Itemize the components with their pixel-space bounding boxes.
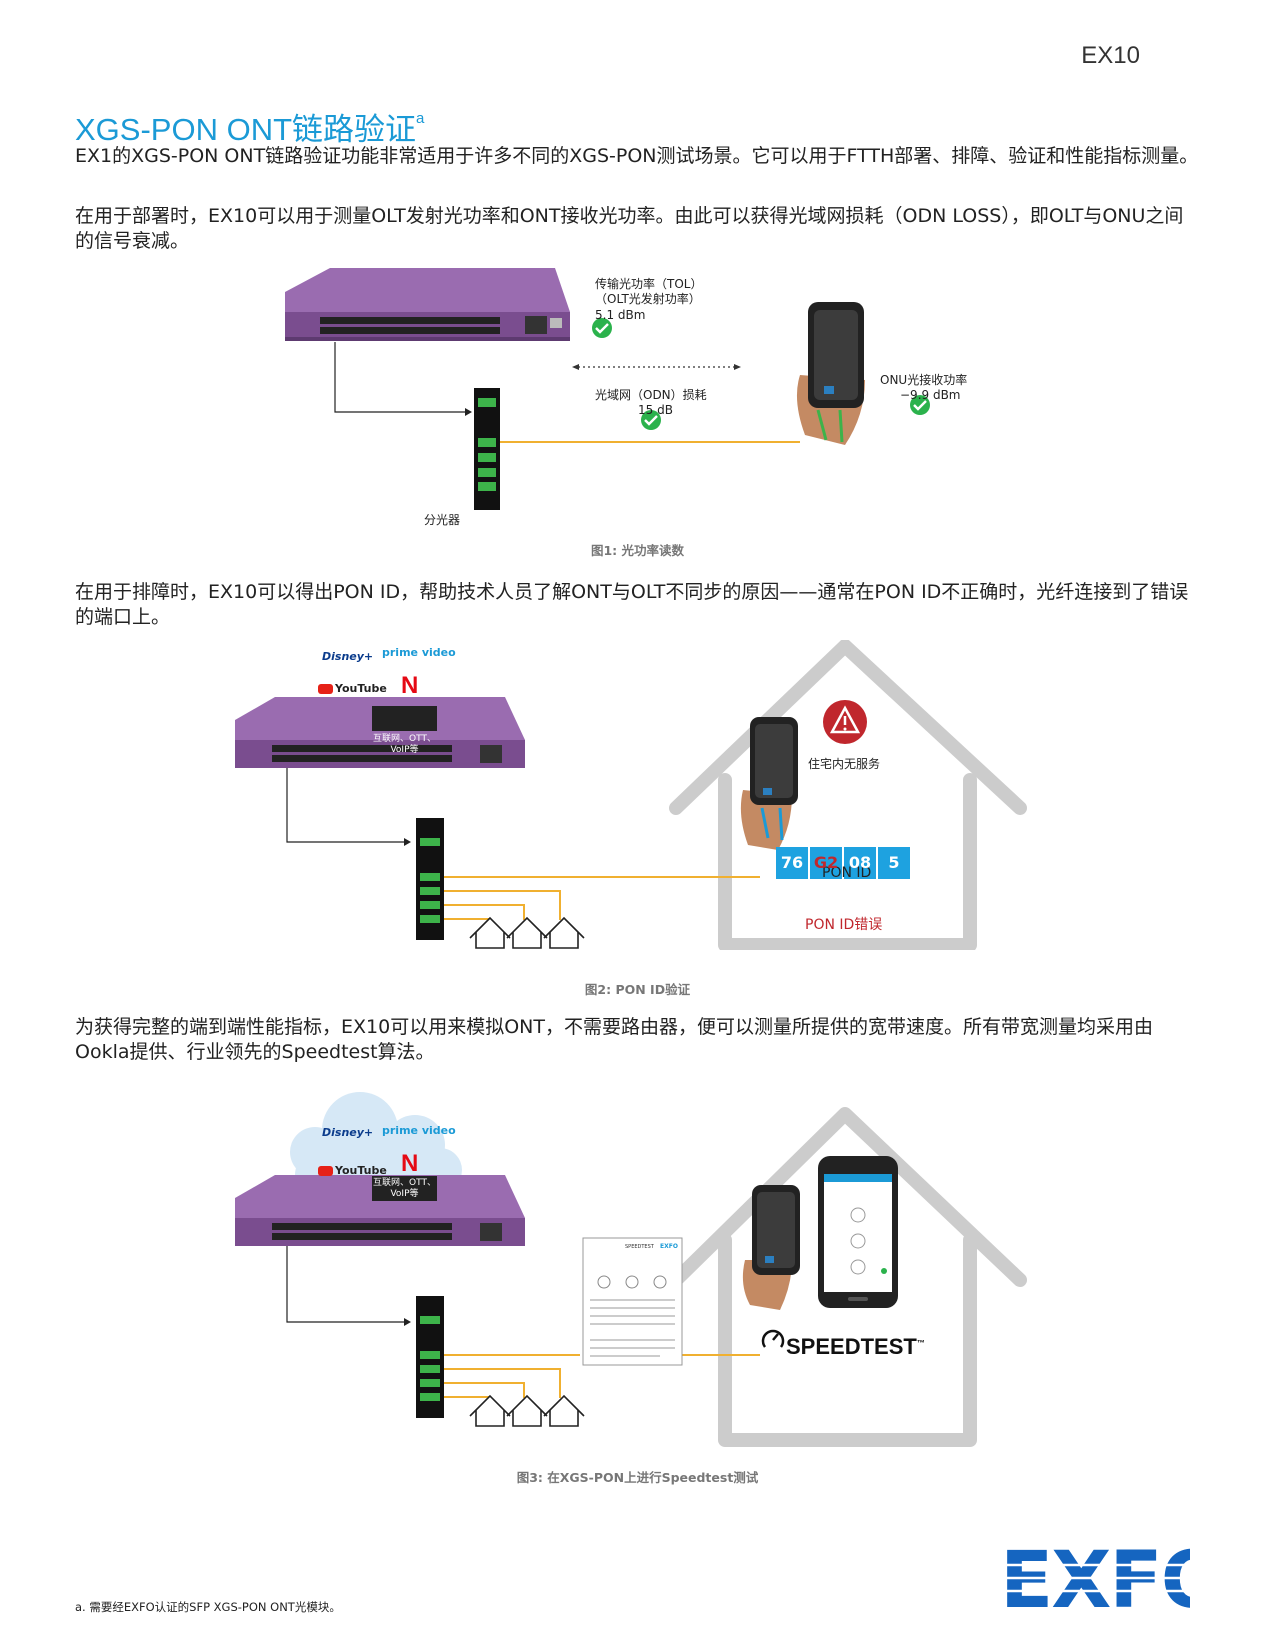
tol-label: 传输光功率（TOL） <box>595 277 703 291</box>
odn-label: 光域网（ODN）损耗 <box>595 388 707 402</box>
small-houses-icon <box>469 1394 585 1427</box>
check-icon <box>592 318 612 338</box>
paragraph-speedtest: 为获得完整的端到端性能指标，EX10可以用来模拟ONT，不需要路由器，便可以测量… <box>75 1016 1153 1063</box>
footnote-marker: a <box>416 109 425 127</box>
paragraph-intro: EX1的XGS-PON ONT链路验证功能非常适用于许多不同的XGS-PON测试… <box>75 145 1199 167</box>
splitter <box>474 388 500 510</box>
netflix-logo: N <box>401 672 419 699</box>
smartphone-icon <box>818 1156 898 1308</box>
product-name: EX10 <box>1081 42 1140 69</box>
pon-id-cells <box>776 847 910 879</box>
splitter <box>416 1296 444 1418</box>
svg-text:EXFO: EXFO <box>1000 1545 1190 1615</box>
no-service-label: 住宅内无服务 <box>808 757 881 771</box>
house-icon <box>669 1107 1027 1447</box>
figure-2-diagram <box>235 640 1027 950</box>
splitter-label: 分光器 <box>424 513 461 527</box>
netflix-logo: N <box>401 1150 419 1177</box>
pon-id-label: PON ID <box>822 865 872 881</box>
odn-value: 15 dB <box>638 403 673 417</box>
youtube-logo: YouTube <box>318 1164 387 1177</box>
figure-2-caption: 图2: PON ID验证 <box>584 982 691 997</box>
tol-sublabel: （OLT光发射功率） <box>595 292 701 306</box>
small-houses-icon <box>469 916 585 949</box>
paragraph-deployment: 在用于部署时，EX10可以用于测量OLT发射光功率和ONT接收光功率。由此可以获… <box>75 205 1184 252</box>
olt-device <box>285 268 570 341</box>
traffic-label: 互联网、OTT、VoIP等 <box>373 1178 436 1199</box>
ex10-device <box>742 1185 800 1310</box>
speedtest-logo: SPEEDTEST™ <box>786 1334 925 1359</box>
paragraph-troubleshooting: 在用于排障时，EX10可以得出PON ID，帮助技术人员了解ONT与OLT不同步… <box>75 581 1189 628</box>
pon-id-error-label: PON ID错误 <box>805 917 883 933</box>
check-icon <box>910 395 930 415</box>
check-icon <box>641 410 661 430</box>
footnote: a. 需要经EXFO认证的SFP XGS-PON ONT光模块。 <box>75 1600 341 1614</box>
splitter <box>416 818 444 940</box>
onu-value: −9.9 dBm <box>900 388 961 402</box>
ex10-device <box>740 717 798 850</box>
tol-value: 5.1 dBm <box>595 308 646 322</box>
ex10-device <box>796 302 865 445</box>
warning-icon <box>823 700 867 744</box>
traffic-label-box <box>372 706 437 731</box>
report-brand: EXFO <box>660 1243 678 1250</box>
traffic-label: 互联网、OTT、VoIP等 <box>373 734 436 755</box>
traffic-label-box <box>372 1176 437 1201</box>
pon-id-cell-error: G2 <box>813 853 839 872</box>
section-title: XGS-PON ONT链路验证a <box>75 109 425 147</box>
disney-logo: Disney+ <box>322 650 374 663</box>
figure-1-caption: 图1: 光功率读数 <box>590 543 685 558</box>
disney-logo: Disney+ <box>322 1126 374 1139</box>
speedtest-report <box>582 1237 683 1366</box>
pon-id-cell: 08 <box>848 853 872 872</box>
house-icon <box>669 640 1027 950</box>
pon-id-cell: 76 <box>780 853 804 872</box>
report-title: SPEEDTEST <box>625 1244 654 1250</box>
figure-3-caption: 图3: 在XGS-PON上进行Speedtest测试 <box>516 1470 759 1485</box>
onu-label: ONU光接收功率 <box>880 373 968 387</box>
pon-id-cell: 5 <box>888 853 900 872</box>
prime-video-logo: prime video <box>382 646 456 659</box>
exfo-logo: EXFO <box>1000 1536 1227 1626</box>
prime-video-logo: prime video <box>382 1124 456 1137</box>
figure-3-diagram <box>235 1092 1027 1447</box>
youtube-logo: YouTube <box>318 682 387 695</box>
speedtest-gauge-icon <box>761 1329 785 1348</box>
figure-1-diagram <box>285 268 930 510</box>
